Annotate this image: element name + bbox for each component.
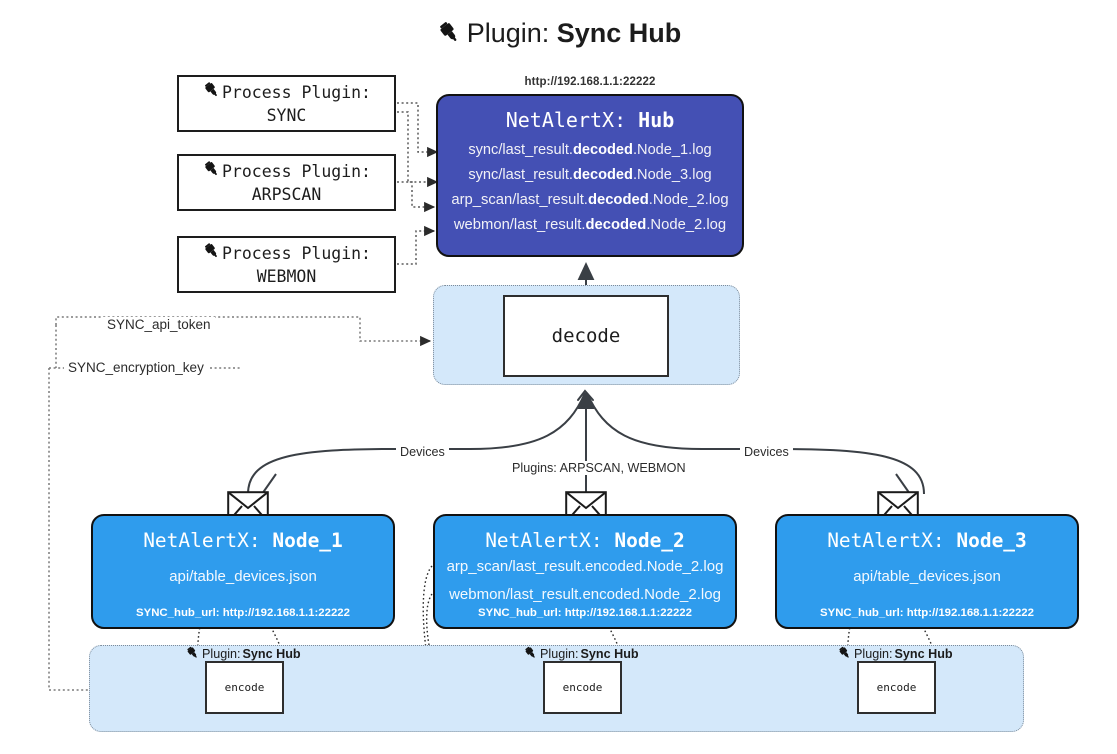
plug-icon — [202, 241, 221, 266]
node-title: NetAlertX: Node_2 — [485, 529, 685, 552]
node-hub-url: SYNC_hub_url: http://192.168.1.1:22222 — [136, 607, 350, 619]
node-resource-line: api/table_devices.json — [169, 568, 317, 585]
encode-box-1[interactable]: encode — [205, 661, 284, 714]
node-hub-url: SYNC_hub_url: http://192.168.1.1:22222 — [478, 607, 692, 619]
sync-api-token-label: SYNC_api_token — [103, 317, 215, 332]
plug-icon — [202, 80, 221, 105]
edge-label-devices-left: Devices — [396, 445, 449, 459]
node-hub-url: SYNC_hub_url: http://192.168.1.1:22222 — [820, 607, 1034, 619]
process-plugin-name: SYNC — [266, 106, 307, 125]
plug-icon — [837, 645, 852, 663]
node-title: NetAlertX: Node_1 — [143, 529, 343, 552]
plug-icon — [185, 645, 200, 663]
process-plugin-sync[interactable]: Process Plugin: SYNC — [177, 75, 396, 132]
page-title: Plugin: Sync Hub — [0, 18, 1117, 52]
encode-caption-2: Plugin: Sync Hub — [523, 645, 639, 663]
process-plugin-label: Process Plugin: — [221, 243, 371, 263]
node-title: NetAlertX: Node_3 — [827, 529, 1027, 552]
process-plugin-webmon[interactable]: Process Plugin: WEBMON — [177, 236, 396, 293]
encode-box-3[interactable]: encode — [857, 661, 936, 714]
hub-log-line: webmon/last_result.decoded.Node_2.log — [453, 217, 727, 233]
edge-label-plugins: Plugins: ARPSCAN, WEBMON — [508, 461, 690, 475]
page-title-prefix: Plugin: — [466, 18, 550, 48]
plug-icon — [523, 645, 538, 663]
process-plugin-label: Process Plugin: — [221, 161, 371, 181]
sync-encryption-key-label: SYNC_encryption_key — [64, 360, 208, 375]
node-resource-line: webmon/last_result.encoded.Node_2.log — [449, 586, 721, 603]
encode-caption-3: Plugin: Sync Hub — [837, 645, 953, 663]
process-plugin-name: ARPSCAN — [251, 185, 322, 204]
hub-log-line: sync/last_result.decoded.Node_3.log — [468, 167, 712, 183]
page-title-name: Sync Hub — [556, 18, 682, 48]
hub-url-label: http://192.168.1.1:22222 — [524, 76, 656, 88]
encode-box-2[interactable]: encode — [543, 661, 622, 714]
process-plugin-label: Process Plugin: — [221, 82, 371, 102]
encode-caption-1: Plugin: Sync Hub — [185, 645, 301, 663]
node-resource-line: arp_scan/last_result.encoded.Node_2.log — [446, 558, 724, 575]
edge-label-devices-right: Devices — [740, 445, 793, 459]
process-plugin-arpscan[interactable]: Process Plugin: ARPSCAN — [177, 154, 396, 211]
node-2[interactable]: NetAlertX: Node_2 arp_scan/last_result.e… — [433, 514, 737, 629]
hub-title: NetAlertX: Hub — [505, 108, 675, 132]
plug-icon — [202, 159, 221, 184]
node-1[interactable]: NetAlertX: Node_1 api/table_devices.json… — [91, 514, 395, 629]
plug-icon — [436, 19, 462, 52]
process-plugin-name: WEBMON — [256, 267, 317, 286]
hub-log-line: sync/last_result.decoded.Node_1.log — [468, 142, 712, 158]
node-resource-line: api/table_devices.json — [853, 568, 1001, 585]
node-3[interactable]: NetAlertX: Node_3 api/table_devices.json… — [775, 514, 1079, 629]
hub-node[interactable]: NetAlertX: Hub sync/last_result.decoded.… — [436, 94, 744, 257]
decode-box[interactable]: decode — [503, 295, 669, 377]
hub-log-line: arp_scan/last_result.decoded.Node_2.log — [451, 192, 729, 208]
